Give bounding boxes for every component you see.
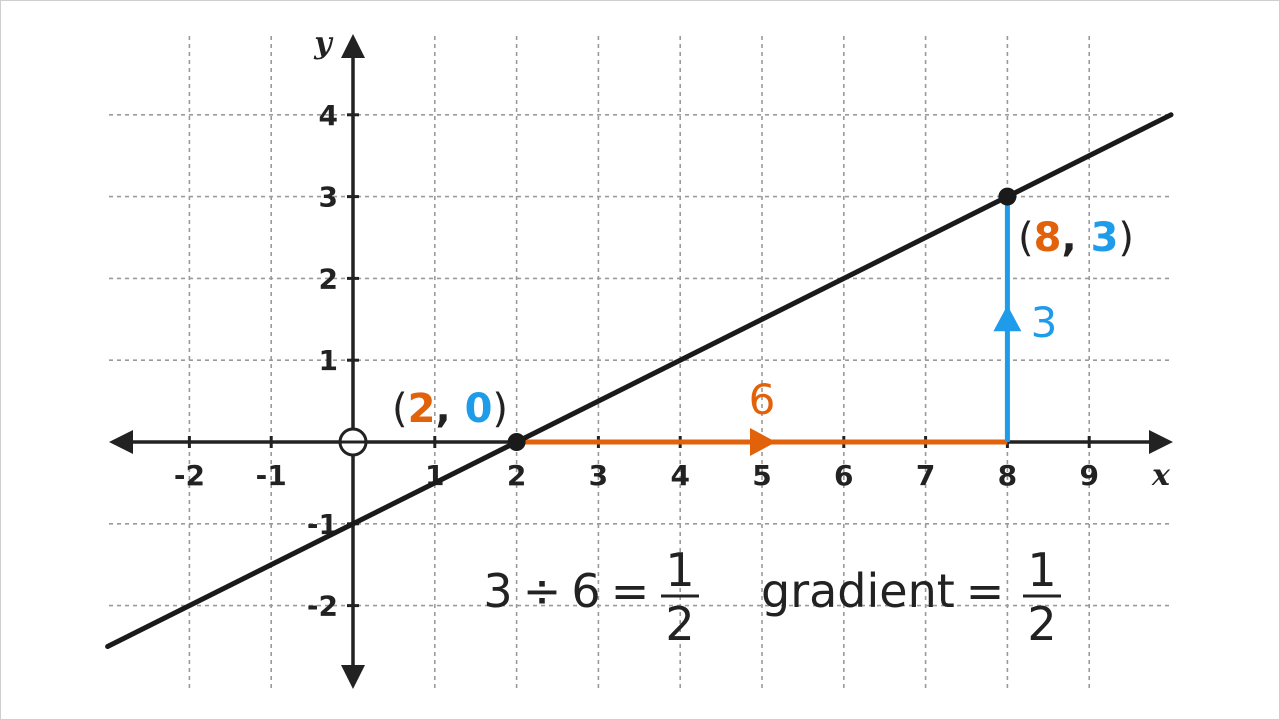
chart-marks	[105, 112, 1174, 649]
x-tick-label: 6	[834, 459, 853, 492]
paren-close: )	[492, 386, 508, 432]
y-tick-label: 4	[319, 99, 338, 132]
point-y-value: 0	[465, 386, 493, 432]
data-point	[998, 187, 1017, 206]
gradient-line	[105, 112, 1174, 649]
comma: ,	[1061, 215, 1090, 261]
gradient-equals: =	[966, 564, 1005, 618]
grid	[109, 36, 1173, 691]
x-tick-label: 2	[507, 459, 526, 492]
point-y-value: 3	[1091, 215, 1119, 261]
x-axis-arrow-left	[109, 430, 133, 454]
y-axis-arrow-down	[341, 665, 365, 689]
x-tick-label: 5	[752, 459, 771, 492]
eq-denominator: 2	[665, 597, 694, 651]
x-tick-label: 7	[916, 459, 935, 492]
eq-run: 6	[571, 564, 600, 618]
rise-label: 3	[1031, 298, 1058, 347]
point-x-value: 8	[1034, 215, 1062, 261]
x-tick-label: -2	[174, 459, 205, 492]
rise-over-run-equation: 3 ÷ 6 = 1 2	[483, 543, 699, 651]
comma: ,	[435, 386, 464, 432]
y-axis-arrow-up	[341, 34, 365, 58]
run-label: 6	[749, 375, 776, 424]
x-tick-label: -1	[256, 459, 287, 492]
point-x-value: 2	[408, 386, 436, 432]
run-arrowhead	[750, 428, 776, 456]
x-tick-label: 8	[998, 459, 1017, 492]
y-tick-label: -2	[307, 590, 338, 623]
point-label-2-0: (2, 0)	[392, 386, 508, 432]
eq-equals: =	[611, 564, 650, 618]
eq-numerator: 1	[665, 543, 694, 597]
x-axis-label: x	[1151, 458, 1171, 493]
gradient-word: gradient	[761, 564, 955, 618]
paren-open: (	[392, 386, 408, 432]
paren-close: )	[1118, 215, 1134, 261]
y-axis-label: y	[313, 26, 334, 61]
y-tick-label: 1	[319, 344, 338, 377]
gradient-equation: gradient = 1 2	[761, 543, 1061, 651]
rise-arrowhead	[993, 305, 1022, 332]
x-tick-label: 3	[589, 459, 608, 492]
x-tick-label: 4	[670, 459, 689, 492]
point-label-8-3: (8, 3)	[1018, 215, 1134, 261]
eq-rise: 3	[483, 564, 512, 618]
x-axis-arrow-right	[1149, 430, 1173, 454]
y-tick-label: 3	[319, 181, 338, 214]
x-tick-label: 9	[1079, 459, 1098, 492]
eq-divide: ÷	[523, 564, 562, 618]
paren-open: (	[1018, 215, 1034, 261]
data-point	[507, 433, 526, 451]
y-tick-label: 2	[319, 262, 338, 295]
chart-labels: x y (2, 0) (8, 3) 6 3 3 ÷ 6 = 1 2 gradie…	[313, 26, 1171, 651]
gradient-numerator: 1	[1027, 543, 1056, 597]
gradient-denominator: 2	[1027, 597, 1056, 651]
